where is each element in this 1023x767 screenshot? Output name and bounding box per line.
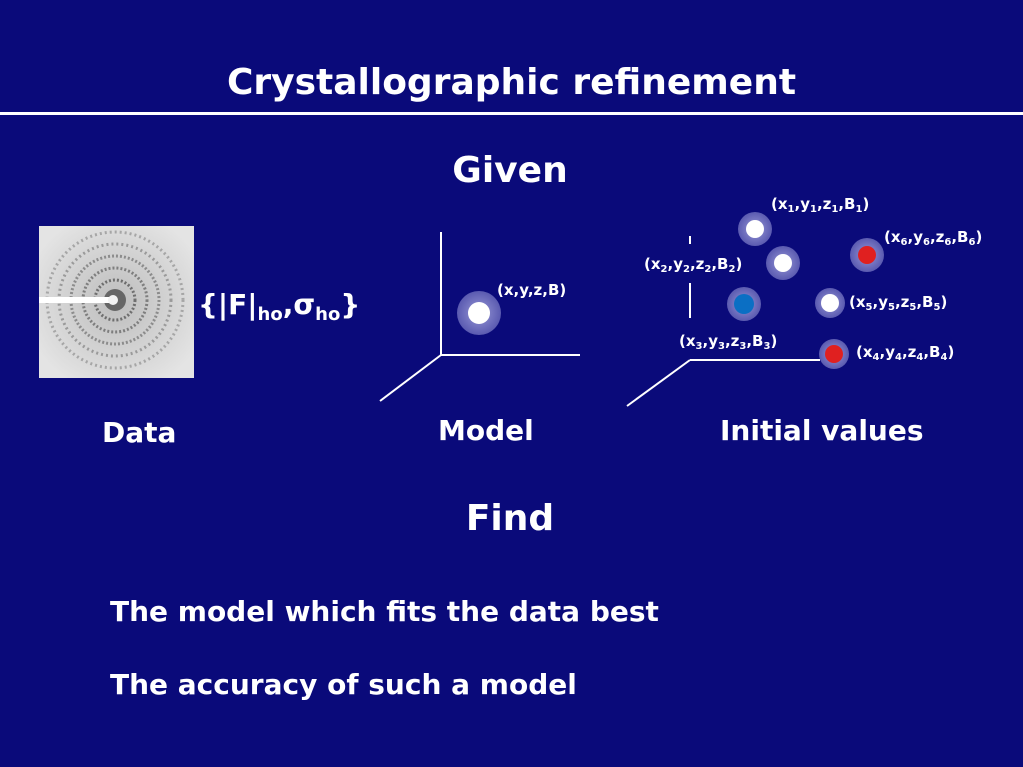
model-label: Model: [438, 414, 534, 447]
model-atom: [457, 291, 501, 335]
atom-6-label: (x6,y6,z6,B6): [884, 228, 983, 248]
slide-title: Crystallographic refinement: [226, 62, 797, 103]
atom-2: [766, 246, 800, 280]
initial-axes: [626, 236, 820, 407]
diffraction-image: [39, 226, 194, 378]
atom-2-label: (x2,y2,z2,B2): [644, 255, 743, 275]
model-coord-label: (x,y,z,B): [497, 281, 567, 299]
atom-6: [850, 238, 884, 272]
atom-4-label: (x4,y4,z4,B4): [856, 343, 955, 363]
atom-3-label: (x3,y3,z3,B3): [679, 332, 778, 352]
atom-1-label: (x1,y1,z1,B1): [771, 195, 870, 215]
find-item-2: The accuracy of such a model: [110, 668, 577, 701]
data-formula: {|F|ho,σho}: [198, 288, 361, 325]
given-heading: Given: [452, 150, 568, 191]
initial-atoms: [727, 212, 884, 369]
atom-5: [815, 288, 845, 318]
initial-values-label: Initial values: [720, 414, 924, 447]
atom-5-label: (x5,y5,z5,B5): [849, 293, 948, 313]
find-item-1: The model which fits the data best: [110, 595, 659, 628]
atom-1: [738, 212, 772, 246]
title-divider: [0, 112, 1023, 115]
atom-3: [727, 287, 761, 321]
model-axes: [379, 232, 580, 402]
atom-4: [819, 339, 849, 369]
find-heading: Find: [465, 498, 555, 539]
data-label: Data: [102, 416, 177, 449]
